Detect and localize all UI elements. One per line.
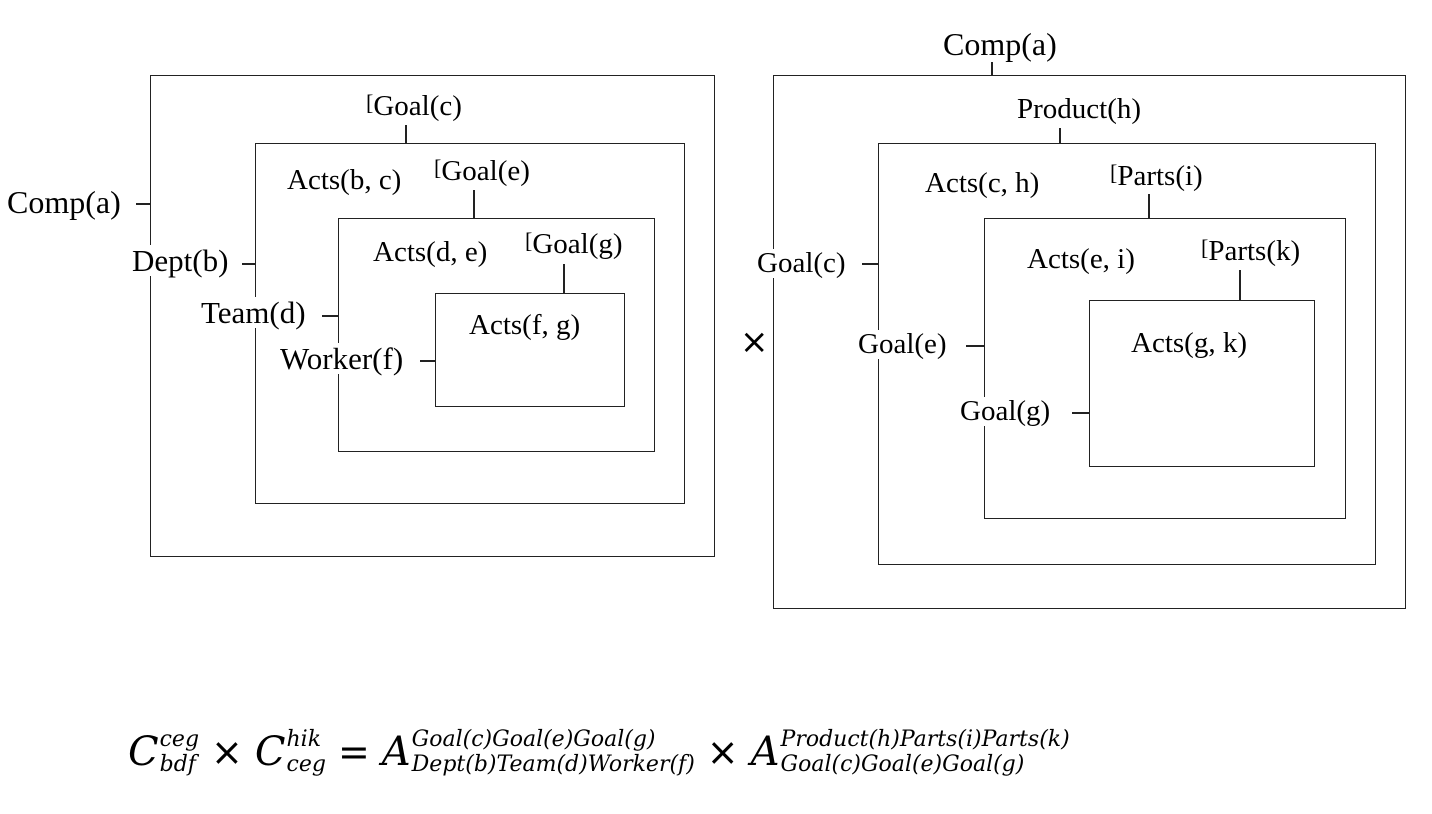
bracket-mark: [ bbox=[366, 90, 374, 115]
eq-term4-sup: Product(h)Parts(i)Parts(k) bbox=[780, 726, 1070, 752]
eq-term2-sub: ceg bbox=[286, 752, 326, 777]
parts-k-box bbox=[1089, 300, 1315, 467]
product-connector bbox=[1059, 128, 1061, 144]
eq-term1-scripts: ceg bdf bbox=[160, 727, 199, 778]
goal-c-label: Goal(c) bbox=[756, 247, 847, 279]
worker-connector bbox=[420, 360, 436, 362]
acts-ei-label: Acts(e, i) bbox=[1027, 243, 1135, 275]
eq-term1-symbol: C bbox=[128, 729, 159, 775]
eq-op2: = bbox=[337, 730, 370, 774]
goal-g-label: [Goal(g) bbox=[524, 230, 624, 259]
parts-i-text: Parts(i) bbox=[1117, 160, 1203, 192]
goal-e-connector bbox=[966, 345, 985, 347]
team-label: Team(d) bbox=[200, 295, 307, 330]
eq-term1-sup: ceg bbox=[159, 726, 200, 752]
worker-box bbox=[435, 293, 625, 407]
product-label: Product(h) bbox=[1017, 93, 1142, 125]
eq-term4-symbol: A bbox=[750, 729, 780, 775]
goal-e-label: [Goal(e) bbox=[433, 157, 531, 186]
dept-connector bbox=[242, 263, 256, 265]
worker-label: Worker(f) bbox=[279, 341, 405, 376]
goal-g-label: Goal(g) bbox=[959, 395, 1052, 427]
eq-term3-symbol: A bbox=[381, 729, 411, 775]
parts-k-text: Parts(k) bbox=[1208, 235, 1301, 267]
parts-k-label: [Parts(k) bbox=[1200, 237, 1301, 266]
acts-de-label: Acts(d, e) bbox=[373, 236, 488, 268]
eq-term1-sub: bdf bbox=[159, 752, 196, 777]
eq-term3-sup: Goal(c)Goal(e)Goal(g) bbox=[411, 726, 656, 752]
eq-op1: × bbox=[211, 730, 243, 774]
team-connector bbox=[322, 315, 339, 317]
comp-label: Comp(a) bbox=[943, 26, 1057, 62]
bracket-mark: [ bbox=[525, 228, 533, 253]
eq-term2-sup: hik bbox=[286, 726, 322, 752]
bracket-mark: [ bbox=[1110, 160, 1118, 185]
acts-fg-label: Acts(f, g) bbox=[469, 309, 581, 341]
eq-term2-symbol: C bbox=[254, 729, 286, 775]
team-box bbox=[338, 218, 655, 452]
eq-term3-scripts: Goal(c)Goal(e)Goal(g) Dept(b)Team(d)Work… bbox=[412, 727, 695, 778]
equation: C ceg bdf × C hik ceg = A Goal(c)Goal(e)… bbox=[128, 712, 1070, 792]
goal-e-text: Goal(e) bbox=[441, 155, 530, 187]
comp-connector bbox=[991, 62, 993, 76]
acts-bc-label: Acts(b, c) bbox=[287, 164, 402, 196]
goal-e-connector bbox=[473, 190, 475, 219]
acts-gk-label: Acts(g, k) bbox=[1131, 327, 1247, 359]
bracket-mark: [ bbox=[434, 155, 442, 180]
parts-i-label: [Parts(i) bbox=[1109, 162, 1204, 191]
goal-c-connector bbox=[405, 125, 407, 144]
eq-term2-scripts: hik ceg bbox=[287, 727, 326, 778]
comp-label: Comp(a) bbox=[6, 184, 122, 220]
goal-c-text: Goal(c) bbox=[373, 90, 462, 122]
eq-term3-sub: Dept(b)Team(d)Worker(f) bbox=[411, 752, 695, 777]
eq-op3: × bbox=[706, 730, 739, 774]
parts-k-connector bbox=[1239, 270, 1241, 301]
goal-g-connector bbox=[1072, 412, 1090, 414]
parts-i-connector bbox=[1148, 194, 1150, 219]
dept-label: Dept(b) bbox=[131, 243, 230, 278]
acts-ch-label: Acts(c, h) bbox=[925, 167, 1040, 199]
goal-g-text: Goal(g) bbox=[532, 228, 623, 260]
goal-g-connector bbox=[563, 264, 565, 294]
goal-e-label: Goal(e) bbox=[857, 328, 948, 360]
eq-term4-scripts: Product(h)Parts(i)Parts(k) Goal(c)Goal(e… bbox=[781, 727, 1070, 778]
company-box bbox=[150, 75, 715, 557]
eq-term4-sub: Goal(c)Goal(e)Goal(g) bbox=[780, 752, 1025, 777]
goal-c-label: [Goal(c) bbox=[365, 92, 463, 121]
parts-i-box bbox=[984, 218, 1346, 519]
bracket-mark: [ bbox=[1201, 235, 1209, 260]
goal-c-connector bbox=[862, 263, 879, 265]
comp-connector bbox=[136, 203, 151, 205]
company-box bbox=[773, 75, 1406, 609]
product-operator: × bbox=[740, 322, 769, 362]
